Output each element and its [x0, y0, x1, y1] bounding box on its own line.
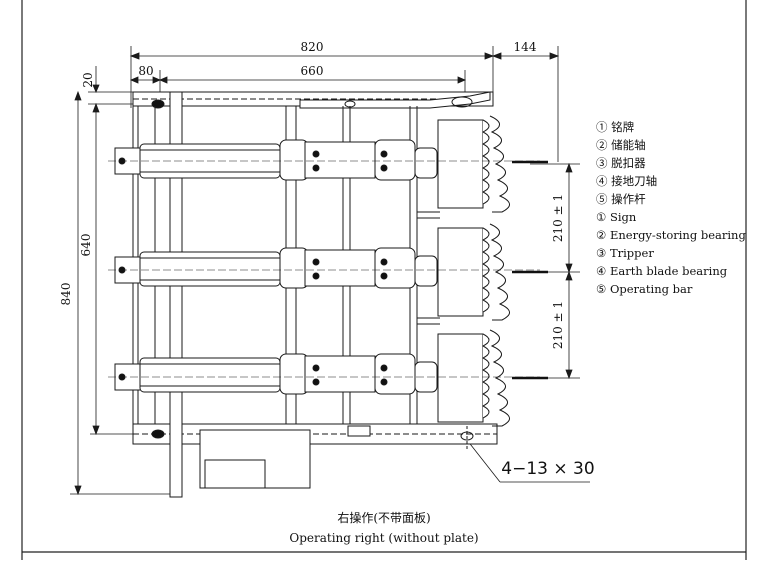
legend-item-3-en: ③ Tripper [596, 246, 654, 260]
legend-item-2-en: ② Energy-storing bearing [596, 228, 746, 242]
legend-item-3-cn: ③ 脱扣器 [596, 156, 646, 170]
mounting-holes-label: 4−13 × 30 [501, 459, 594, 479]
dim-640: 640 [79, 234, 93, 257]
dim-20: 20 [81, 72, 95, 87]
dim-840: 840 [59, 283, 73, 306]
legend: ① 铭牌 ② 储能轴 ③ 脱扣器 ④ 接地刀轴 ⑤ 操作杆 ① Sign ② E… [596, 120, 746, 296]
dim-144: 144 [514, 40, 537, 54]
page-frame [21, 0, 747, 560]
dim-210-lower: 210 ± 1 [551, 301, 565, 349]
legend-item-2-cn: ② 储能轴 [596, 138, 646, 152]
dim-80: 80 [138, 64, 153, 78]
caption-chinese: 右操作(不带面板) [337, 510, 430, 525]
phase-1-pole [108, 115, 548, 213]
phase-2-pole [108, 223, 548, 321]
mounting-hole-bottom-left [151, 429, 165, 439]
legend-item-5-cn: ⑤ 操作杆 [596, 192, 646, 206]
caption-english: Operating right (without plate) [289, 531, 478, 545]
mounting-hole-top-left [151, 99, 165, 109]
phase-3-pole [108, 329, 548, 427]
legend-item-1-en: ① Sign [596, 210, 637, 224]
switch-assembly [132, 91, 498, 498]
legend-item-4-cn: ④ 接地刀轴 [596, 174, 657, 188]
legend-item-1-cn: ① 铭牌 [596, 120, 634, 134]
dim-660: 660 [301, 64, 324, 78]
dim-820: 820 [301, 40, 324, 54]
legend-item-4-en: ④ Earth blade bearing [596, 264, 728, 278]
legend-item-5-en: ⑤ Operating bar [596, 282, 693, 296]
dim-210-upper: 210 ± 1 [551, 194, 565, 242]
